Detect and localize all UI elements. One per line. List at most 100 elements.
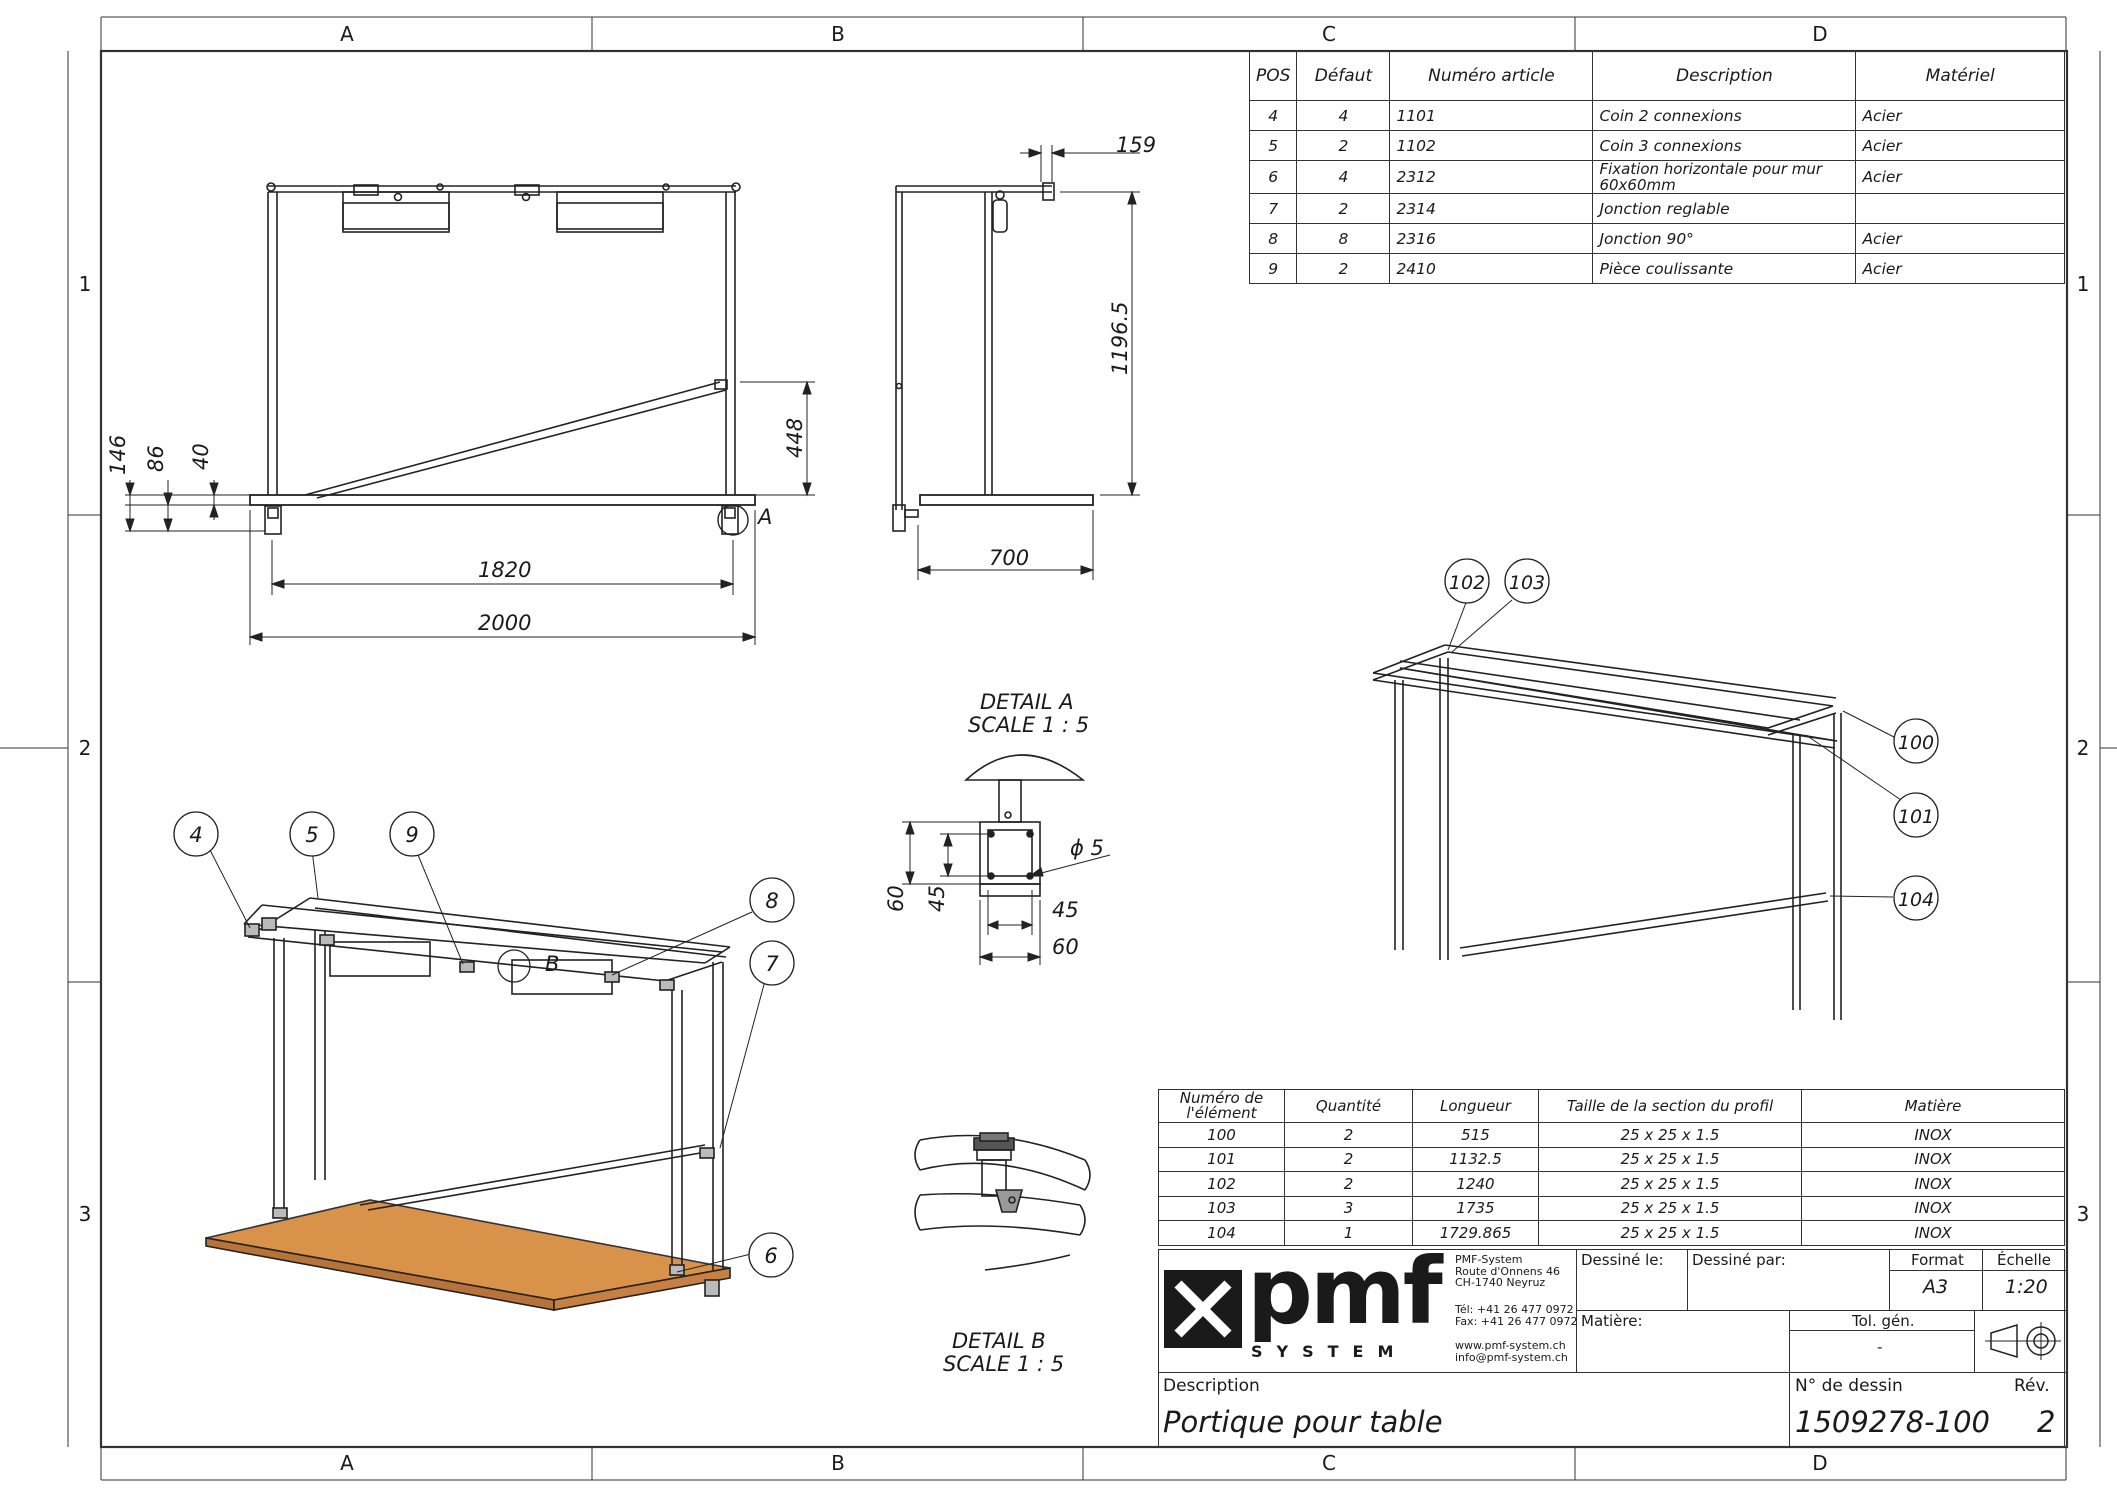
cut-header-element: Numéro de l'élément — [1158, 1089, 1285, 1123]
zone-label-1-right: 1 — [2076, 272, 2090, 296]
parts-material: Acier — [1855, 253, 2065, 284]
parts-pos: 6 — [1248, 160, 1298, 194]
title-block: pmf SYSTEM PMF-System Route d'Onnens 46 … — [1158, 1242, 2066, 1448]
pmf-logo-subtitle: SYSTEM — [1251, 1342, 1408, 1361]
zone-label-d-bottom: D — [1812, 1451, 1828, 1475]
side-view — [892, 182, 1094, 532]
phone-line: Tél: +41 26 477 0972 — [1455, 1303, 1574, 1316]
description-label: Description — [1163, 1376, 1260, 1396]
parts-header-material: Matériel — [1855, 51, 2065, 101]
cut-material: INOX — [1801, 1171, 2065, 1197]
balloon-101-label: 101 — [1898, 806, 1934, 828]
detail-b-scale: SCALE 1 : 5 — [943, 1352, 1064, 1376]
parts-description: Jonction reglable — [1592, 193, 1857, 224]
scale-label: Échelle — [1997, 1251, 2052, 1269]
cut-header-quantity: Quantité — [1284, 1089, 1413, 1123]
drawing-number: 1509278-100 — [1795, 1405, 1990, 1439]
balloon-4-label: 4 — [189, 823, 202, 847]
dim-40: 40 — [189, 443, 213, 470]
parts-description: Coin 3 connexions — [1592, 130, 1857, 161]
parts-article: 2316 — [1389, 223, 1594, 254]
table-row: 103 3 1735 25 x 25 x 1.5 INOX — [1158, 1195, 2065, 1221]
cut-element: 101 — [1158, 1146, 1285, 1172]
parts-pos: 9 — [1248, 253, 1298, 284]
dim-1196: 1196.5 — [1108, 302, 1132, 375]
parts-description: Jonction 90° — [1592, 223, 1857, 254]
table-row: 9 2 2410 Pièce coulissante Acier — [1248, 253, 2065, 284]
iso-balloon-leaders — [209, 849, 767, 1273]
zone-label-2-left: 2 — [78, 736, 92, 760]
table-row: 8 8 2316 Jonction 90° Acier — [1248, 223, 2065, 254]
cut-material: INOX — [1801, 1146, 2065, 1172]
format-value: A3 — [1923, 1276, 1949, 1298]
side-view-dimensions — [916, 145, 1140, 580]
parts-material: Acier — [1855, 130, 2065, 161]
pmf-logo-mark-icon — [1164, 1270, 1242, 1348]
dim-700: 700 — [989, 546, 1029, 570]
front-view-dimensions — [125, 380, 815, 645]
balloon-100-label: 100 — [1898, 732, 1934, 754]
balloon-7 — [749, 940, 795, 986]
fax-line: Fax: +41 26 477 0972 — [1455, 1314, 1578, 1328]
dim-a-45-vertical: 45 — [925, 885, 949, 912]
balloon-102-label: 102 — [1449, 572, 1485, 594]
parts-list-table: POS Défaut Numéro article Description Ma… — [1248, 51, 2065, 284]
cut-material: INOX — [1801, 1122, 2065, 1148]
parts-material: Acier — [1855, 223, 2065, 254]
parts-material: Acier — [1855, 160, 2065, 194]
projection-symbol-icon — [1985, 1322, 2061, 1360]
detail-a-scale: SCALE 1 : 5 — [968, 713, 1089, 737]
parts-default: 4 — [1296, 100, 1391, 131]
balloon-100 — [1893, 718, 1939, 764]
cut-quantity: 2 — [1284, 1146, 1413, 1172]
cut-quantity: 3 — [1284, 1195, 1413, 1221]
dim-159: 159 — [1116, 133, 1156, 157]
parts-default: 8 — [1296, 223, 1391, 254]
parts-material: Acier — [1855, 100, 2065, 131]
zone-label-a-top: A — [340, 22, 354, 46]
parts-header-article: Numéro article — [1389, 51, 1594, 101]
cut-table-header: Numéro de l'élément Quantité Longueur Ta… — [1158, 1089, 2065, 1123]
cut-element: 100 — [1158, 1122, 1285, 1148]
cut-profile: 25 x 25 x 1.5 — [1538, 1195, 1802, 1221]
parts-header-pos: POS — [1248, 51, 1298, 101]
cut-profile: 25 x 25 x 1.5 — [1538, 1171, 1802, 1197]
balloon-6 — [748, 1232, 794, 1278]
detail-a-dimensions — [902, 820, 1111, 965]
zone-label-c-bottom: C — [1322, 1451, 1336, 1475]
balloon-5 — [289, 811, 335, 857]
table-row: 4 4 1101 Coin 2 connexions Acier — [1248, 100, 2065, 131]
cut-length: 1735 — [1412, 1195, 1539, 1221]
dim-a-60-horizontal: 60 — [1052, 935, 1079, 959]
parts-pos: 7 — [1248, 193, 1298, 224]
cut-length: 1729.865 — [1412, 1220, 1539, 1246]
drawn-date-label: Dessiné le: — [1581, 1251, 1664, 1269]
dim-2000: 2000 — [478, 611, 531, 635]
dim-146: 146 — [106, 435, 130, 475]
tolerance-label: Tol. gén. — [1852, 1312, 1915, 1330]
material-label: Matière: — [1581, 1312, 1643, 1330]
zone-label-b-bottom: B — [831, 1451, 845, 1475]
website-line: www.pmf-system.ch — [1455, 1339, 1566, 1352]
balloon-4 — [173, 811, 219, 857]
format-label: Format — [1911, 1251, 1964, 1269]
parts-description: Fixation horizontale pour mur 60x60mm — [1592, 160, 1857, 194]
revision-value: 2 — [2037, 1405, 2056, 1439]
cut-quantity: 2 — [1284, 1122, 1413, 1148]
balloon-9 — [389, 811, 435, 857]
parts-article: 1101 — [1389, 100, 1594, 131]
table-row: 6 4 2312 Fixation horizontale pour mur 6… — [1248, 160, 2065, 194]
cut-header-profile: Taille de la section du profil — [1538, 1089, 1802, 1123]
cut-profile: 25 x 25 x 1.5 — [1538, 1146, 1802, 1172]
parts-material — [1855, 193, 2065, 224]
table-row: 100 2 515 25 x 25 x 1.5 INOX — [1158, 1122, 2065, 1148]
address-line: Route d'Onnens 46 — [1455, 1264, 1560, 1278]
balloon-9-label: 9 — [405, 823, 418, 847]
cut-material: INOX — [1801, 1195, 2065, 1221]
cut-length: 1132.5 — [1412, 1146, 1539, 1172]
table-row: 102 2 1240 25 x 25 x 1.5 INOX — [1158, 1171, 2065, 1197]
parts-pos: 4 — [1248, 100, 1298, 131]
balloon-8-label: 8 — [765, 889, 778, 913]
